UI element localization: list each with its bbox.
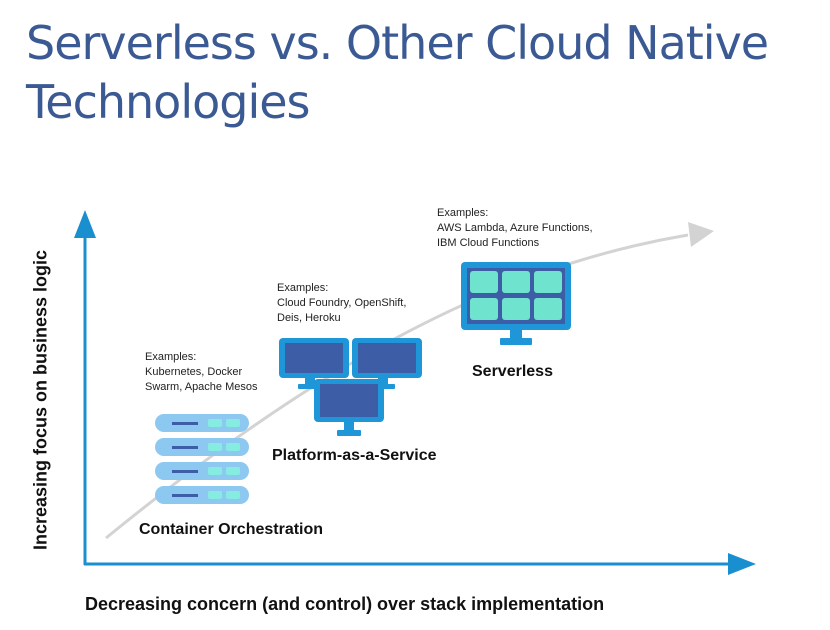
x-axis-arrowhead [728,553,756,575]
server-stack-icon [155,414,249,504]
trend-arrow-head [688,222,714,247]
function-grid-icon [461,262,571,345]
monitors-icon [279,338,422,436]
serverless-label: Serverless [472,363,553,380]
paas-examples: Examples: Cloud Foundry, OpenShift, Deis… [277,282,407,324]
paas-label: Platform-as-a-Service [272,447,437,464]
monitor-front [314,379,384,436]
page-title: Serverless vs. Other Cloud Native Techno… [26,16,769,129]
y-axis-arrowhead [74,210,96,238]
y-axis-label: Increasing focus on business logic [30,249,51,551]
container-orchestration-label: Container Orchestration [139,521,324,538]
container-orchestration-examples: Examples: Kubernetes, Docker Swarm, Apac… [145,351,258,393]
serverless-examples: Examples: AWS Lambda, Azure Functions, I… [437,207,593,249]
x-axis-label: Decreasing concern (and control) over st… [85,594,605,614]
